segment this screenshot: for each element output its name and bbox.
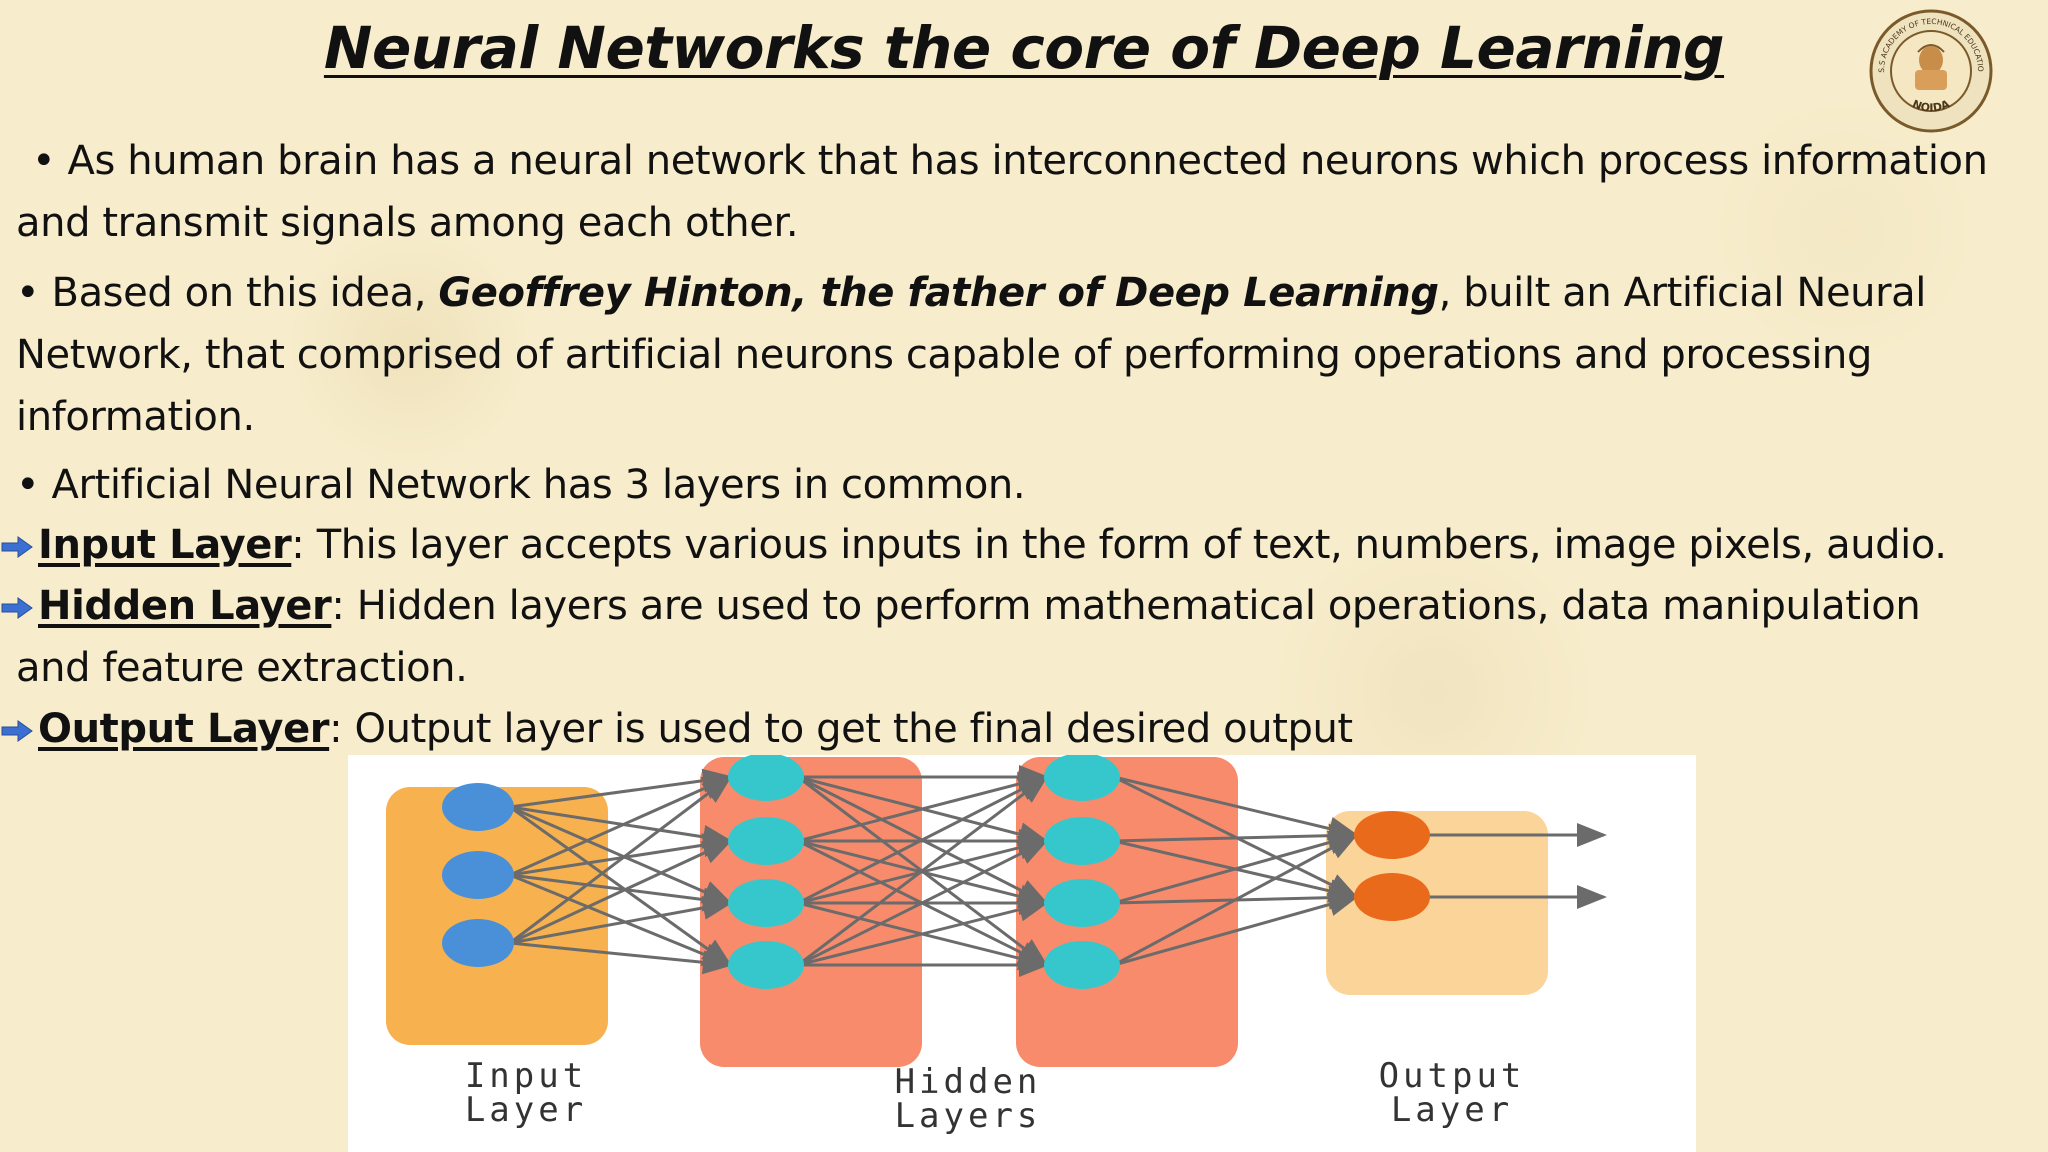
connection-line — [1113, 823, 1359, 848]
connection-line — [797, 839, 1049, 967]
connection-line — [509, 805, 733, 967]
connection-line — [1113, 892, 1359, 967]
connection-line — [509, 805, 733, 849]
output-layer-item: Output Layer: Output layer is used to ge… — [0, 698, 2030, 760]
connection-line — [509, 805, 733, 905]
neural-network-diagram: Input Layer Hidden Layers Output Layer — [348, 755, 1696, 1152]
connection-line — [509, 833, 733, 877]
connection-line — [1113, 833, 1359, 967]
connections — [509, 765, 1607, 977]
bullet-2-mark: • — [16, 270, 40, 316]
hidden-neuron — [728, 755, 804, 801]
input-neuron — [442, 783, 514, 831]
bullet-3-text: Artificial Neural Network has 3 layers i… — [51, 462, 1026, 508]
output-layer-name: Output Layer — [38, 706, 330, 752]
bullet-1: • As human brain has a neural network th… — [16, 130, 2026, 254]
connection-line — [509, 941, 733, 975]
output-neuron — [1354, 811, 1430, 859]
seal-bottom-text: NOIDA — [1910, 97, 1952, 114]
input-layer-item: Input Layer: This layer accepts various … — [0, 514, 2030, 576]
output-neuron — [1354, 873, 1430, 921]
input-layer-panel — [386, 787, 608, 1045]
connection-line — [1113, 830, 1359, 905]
bullet-3: • Artificial Neural Network has 3 layers… — [16, 454, 2026, 516]
hidden-neuron — [728, 879, 804, 927]
connection-line — [509, 775, 733, 877]
output-layer-description: : Output layer is used to get the final … — [329, 706, 1353, 752]
input-label-line2: Layer — [465, 1090, 587, 1130]
connection-line — [509, 896, 733, 945]
bullet-1-mark: • — [32, 138, 56, 184]
hidden-neuron — [1044, 879, 1120, 927]
output-label-line1: Output — [1379, 1056, 1526, 1096]
input-layer-name: Input Layer — [38, 522, 292, 568]
svg-text:NOIDA: NOIDA — [1910, 97, 1952, 114]
input-layer-description: : This layer accepts various inputs in t… — [291, 522, 1947, 568]
hidden-neuron — [728, 817, 804, 865]
connection-line — [509, 873, 733, 912]
hidden-layer-description: : Hidden layers are used to perform math… — [331, 583, 1921, 629]
connection-line — [797, 775, 1049, 905]
hidden-layer-continuation: and feature extraction. — [16, 645, 468, 691]
connection-line — [1113, 775, 1359, 841]
bullet-2-text-after: , built an Artificial Neural Network, th… — [16, 270, 1926, 440]
bullet-2: • Based on this idea, Geoffrey Hinton, t… — [16, 262, 2026, 448]
right-arrow-icon — [1, 536, 33, 558]
hidden-neuron — [1044, 817, 1120, 865]
connection-line — [797, 775, 1049, 967]
slide-title: Neural Networks the core of Deep Learnin… — [323, 14, 1725, 82]
neurons — [442, 755, 1430, 989]
connection-line — [509, 775, 733, 945]
hidden-layer-name: Hidden Layer — [38, 583, 332, 629]
hidden-neuron — [1044, 941, 1120, 989]
input-neuron — [442, 919, 514, 967]
connection-line — [509, 873, 733, 967]
bullet-1-text: As human brain has a neural network that… — [16, 138, 1988, 246]
hidden-label-line1: Hidden — [895, 1062, 1042, 1102]
input-label-line1: Input — [465, 1056, 587, 1096]
output-label-line2: Layer — [1391, 1090, 1513, 1130]
right-arrow-icon — [1, 720, 33, 742]
hidden-neuron — [728, 941, 804, 989]
hidden-label-line2: Layers — [895, 1096, 1042, 1136]
right-arrow-icon — [1, 597, 33, 619]
input-neuron — [442, 851, 514, 899]
bullet-3-mark: • — [16, 462, 40, 508]
connection-line — [797, 897, 1049, 967]
connection-line — [509, 839, 733, 945]
bullet-2-emphasis: Geoffrey Hinton, the father of Deep Lear… — [438, 270, 1439, 316]
hidden-neuron — [1044, 755, 1120, 801]
bullet-2-text-before: Based on this idea, — [51, 270, 439, 316]
connection-line — [797, 772, 1049, 843]
hidden-layer-item: Hidden Layer: Hidden layers are used to … — [0, 575, 2030, 699]
connection-line — [509, 768, 733, 809]
